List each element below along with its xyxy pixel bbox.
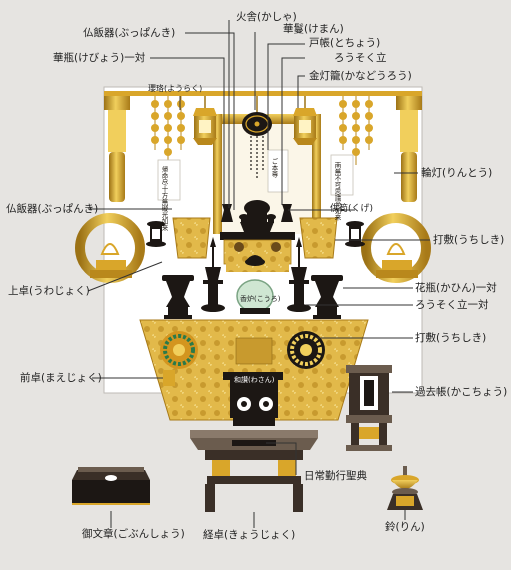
label-butsuhanki-top: 仏飯器(ぶっぱんき) (83, 27, 176, 39)
label-tocho: 戸帳(とちょう) (309, 37, 381, 49)
label-rinto: 輪灯(りんとう) (421, 167, 493, 179)
upper-uchishiki-right (299, 217, 338, 259)
right-scroll (330, 154, 354, 196)
gobunsho-box (72, 467, 150, 505)
chrysanthemum-right (287, 331, 325, 369)
kyojoku (190, 430, 318, 512)
kahin-left (162, 275, 194, 319)
kanadoro-right (293, 96, 317, 145)
kanadoro-left (193, 96, 217, 145)
leader-lines (87, 20, 430, 528)
label-kahin: 花瓶(かひん)一対 (415, 282, 497, 294)
kema (242, 96, 272, 180)
maejoku (163, 370, 283, 426)
label-kazu-ko: 和讃(わさん) (234, 376, 275, 384)
central-frame-right (312, 114, 321, 234)
center-scroll-text: ご本尊 (270, 157, 278, 179)
koro (236, 255, 274, 314)
small-lantern-left (146, 221, 166, 247)
top-bar (104, 91, 422, 96)
label-rin: 鈴(りん) (385, 521, 425, 533)
kahin-right (311, 275, 343, 319)
uwajoku (220, 232, 295, 272)
yoraku-right (339, 96, 373, 165)
upper-uchishiki-left (172, 217, 211, 259)
honzon-statue (240, 200, 274, 232)
label-rosokutate-pair: ろうそく立一対 (415, 299, 489, 311)
left-scroll (157, 159, 181, 201)
label-kebyo: 華瓶(けびょう)一対 (53, 52, 146, 64)
inner-vessels (221, 204, 293, 223)
label-uchishiki-right: 打敷(うちしき) (433, 234, 505, 246)
label-yoraku: 瓔珞(ようらく) (148, 84, 203, 93)
rin-bell (387, 466, 423, 510)
label-kema: 華鬘(けまん) (283, 23, 344, 35)
rinto-right (361, 96, 431, 283)
label-maejoku: 前卓(まえじょく) (20, 372, 102, 384)
yoraku-left (151, 96, 185, 165)
label-kasha: 火舎(かしゃ) (236, 11, 297, 23)
label-rosokutate-top: ろうそく立 (334, 52, 387, 64)
left-scroll-text: 帰命尽十方無礙光如来 (160, 165, 168, 233)
kakocho (346, 365, 392, 451)
label-kyojoku: 経卓(きょうじょく) (203, 529, 296, 541)
chrysanthemum-left (160, 331, 198, 369)
label-koro: 香炉(こうろ) (240, 295, 281, 303)
maejoku-uchishiki (139, 319, 369, 421)
label-uchishiki-center: 打敷(うちしき) (415, 332, 487, 344)
central-frame-left (213, 114, 222, 234)
label-nichijo-seiten: 日常勤行聖典 (304, 470, 367, 482)
small-lantern-right (345, 221, 365, 247)
rinto-left (75, 96, 145, 283)
label-butsuhanki-left: 仏飯器(ぶっぱんき) (6, 203, 99, 215)
honzon-scroll (267, 149, 289, 193)
label-gobunsho: 御文章(ごぶんしょう) (82, 528, 185, 540)
label-kugu: 供筍(くげ) (330, 204, 374, 214)
candle-pair (201, 237, 311, 312)
right-scroll-text: 南無不可思議光如来 (333, 161, 341, 222)
label-kanadoro: 金灯籠(かなどうろう) (309, 70, 412, 82)
label-uwajoku: 上卓(うわじょく) (8, 285, 90, 297)
label-kakocho: 過去帳(かこちょう) (415, 386, 508, 398)
